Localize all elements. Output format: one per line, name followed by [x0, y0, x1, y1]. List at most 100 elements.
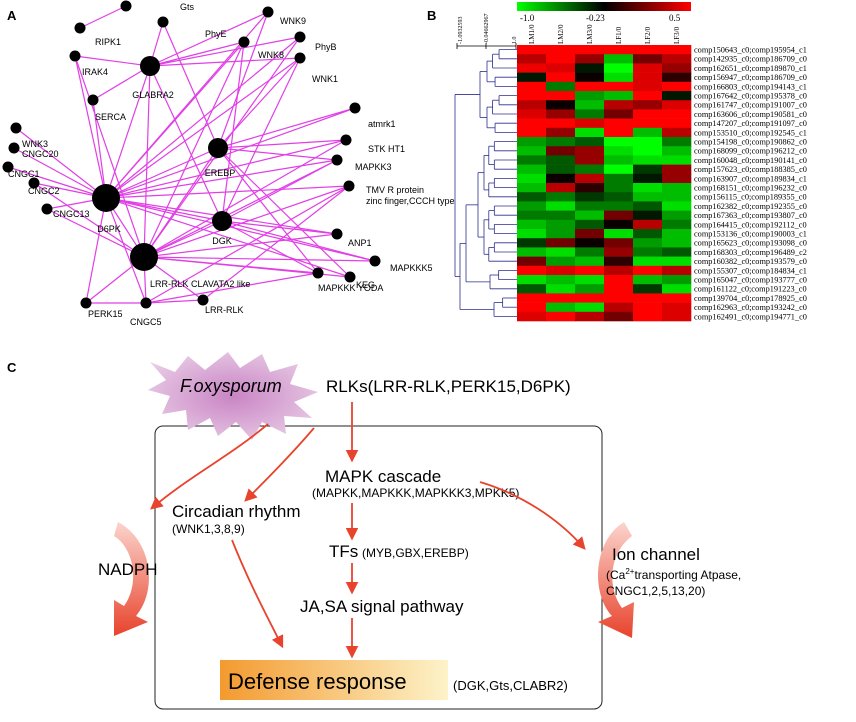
tree-axis-label-1: 1.0 [512, 37, 518, 45]
heatmap-cell [633, 173, 663, 184]
heatmap-row-label: comp154198_c0;comp190862_c0 [694, 138, 807, 147]
heatmap-cell [662, 284, 692, 294]
arrow-rlks-to-circadian [244, 427, 315, 502]
heatmap-row-label: comp157623_c0;comp188385_c0 [694, 165, 807, 174]
pathogen-burst-shape [148, 352, 318, 440]
network-edge-wnk3-d6pk [15, 127, 107, 199]
network-edge-lrrrlk-tmvr [202, 185, 350, 301]
network-node-phye [157, 16, 169, 28]
ion-channel-members-2: CNGC1,2,5,13,20) [606, 584, 705, 598]
heatmap-cell [662, 127, 692, 138]
heatmap-cell [633, 100, 663, 110]
heatmap-cell [604, 63, 634, 73]
heatmap-row-label: comp165047_c0;comp193777_c0 [694, 276, 807, 285]
heatmap-row-label: comp163606_c0;comp190581_c0 [694, 110, 807, 119]
heatmap-cell [633, 63, 663, 73]
heatmap-cell [604, 164, 634, 175]
network-node-gts [120, 0, 132, 12]
network-edge-erebp-mapkk3 [217, 147, 338, 161]
heatmap-cell [575, 284, 605, 294]
heatmap-cell [662, 109, 692, 119]
heatmap-cell [546, 127, 576, 138]
network-edge-phyb-d6pk [105, 36, 301, 199]
heatmap-cell [546, 247, 576, 257]
heatmap-cell [575, 109, 605, 119]
network-node-label-atmrk1: atmrk1 [368, 119, 396, 129]
network-edge-cngc20-d6pk [13, 147, 107, 199]
heatmap-cell [517, 127, 547, 138]
heatmap-cell [517, 63, 547, 73]
heatmap-cell [604, 127, 634, 138]
heatmap-cell [604, 219, 634, 230]
heatmap-cell [546, 210, 576, 221]
heatmap-cell [575, 100, 605, 110]
heatmap-cell [662, 137, 692, 147]
heatmap-cell [575, 63, 605, 73]
network-node-wnk3 [10, 122, 22, 134]
heatmap-cell [517, 229, 547, 239]
heatmap-row-label: comp147207_c0;comp191097_c0 [694, 119, 807, 128]
heatmap-cell [546, 54, 576, 64]
network-node-mapkkk5 [369, 255, 381, 267]
heatmap-column-label: LM1/0 [528, 24, 536, 44]
heatmap-cell [546, 45, 576, 55]
network-node-label-gts: Gts [180, 2, 195, 12]
heatmap-cell [546, 302, 576, 313]
heatmap-cell [546, 201, 576, 211]
heatmap-cells [517, 45, 692, 322]
heatmap-cell [517, 137, 547, 147]
heatmap-row-label: comp167363_c0;comp193807_c0 [694, 211, 807, 220]
heatmap-cell [604, 91, 634, 101]
heatmap-cell [575, 219, 605, 230]
network-edge-lrrclav-cngc13 [46, 208, 145, 258]
network-edge-irak4-d6pk [74, 55, 107, 199]
heatmap-cell [546, 284, 576, 294]
network-edge-d6pk-perk15 [85, 197, 107, 304]
heatmap-cell [575, 302, 605, 313]
heatmap-cell [517, 311, 547, 322]
network-edge-glabra2-wnk8 [149, 41, 245, 67]
heatmap-cell [604, 247, 634, 257]
heatmap-cell [633, 127, 663, 138]
network-node-d6pk [92, 184, 120, 212]
network-node-erebp [208, 138, 228, 158]
heatmap-cell [604, 210, 634, 221]
heatmap-cell [633, 247, 663, 257]
heatmap-cell [546, 265, 576, 276]
ion-channel-members: (Ca2+transporting Atpase, [606, 567, 741, 582]
network-nodes: GtsRIPK1PhyEWNK9PhyBWNK8WNK1IRAK4GLABRA2… [2, 0, 455, 327]
network-node-stkht1 [340, 134, 352, 146]
scale-label-max: 0.5 [669, 13, 681, 23]
network-node-label-phye: PhyE [205, 29, 227, 39]
heatmap-cell [546, 164, 576, 175]
heatmap-cell [633, 109, 663, 119]
heatmap-cell [633, 146, 663, 156]
network-edge-erebp-keg [217, 147, 351, 278]
network-edge-glabra2-phyb [149, 36, 301, 67]
heatmap-cell [517, 146, 547, 156]
heatmap-cell [575, 45, 605, 55]
heatmap-cell [575, 183, 605, 193]
heatmap-row-label: comp162382_c0;comp192355_c0 [694, 202, 807, 211]
network-node-label-keg: KEG [356, 280, 375, 290]
heatmap-cell [546, 72, 576, 83]
heatmap-row-label: comp160048_c0;comp190141_c0 [694, 156, 807, 165]
network-node-label-lrrclav: LRR-RLK CLAVATA2 like [150, 279, 250, 289]
heatmap-cell [546, 192, 576, 202]
arrow-circadian-to-defense [231, 539, 284, 649]
heatmap-cell [546, 229, 576, 239]
arrow-mapk-to-ion-channel [479, 481, 586, 550]
heatmap-row-label: comp168151_c0;comp196232_c0 [694, 184, 807, 193]
network-edge-mapkk3-d6pk [105, 159, 338, 199]
network-edge-cngc5-tmvr [145, 185, 350, 304]
defense-response-box [220, 660, 448, 700]
network-edge-mapkkk5-d6pk [105, 197, 376, 262]
heatmap-cell [604, 293, 634, 303]
network-node-label-lrrrlk: LRR-RLK [205, 305, 244, 315]
heatmap-cell [517, 173, 547, 184]
heatmap-row-label: comp168303_c0;comp196489_c2 [694, 248, 807, 257]
heatmap-cell [604, 284, 634, 294]
heatmap-cell [604, 256, 634, 267]
network-node-label-dgk: DGK [212, 236, 232, 246]
